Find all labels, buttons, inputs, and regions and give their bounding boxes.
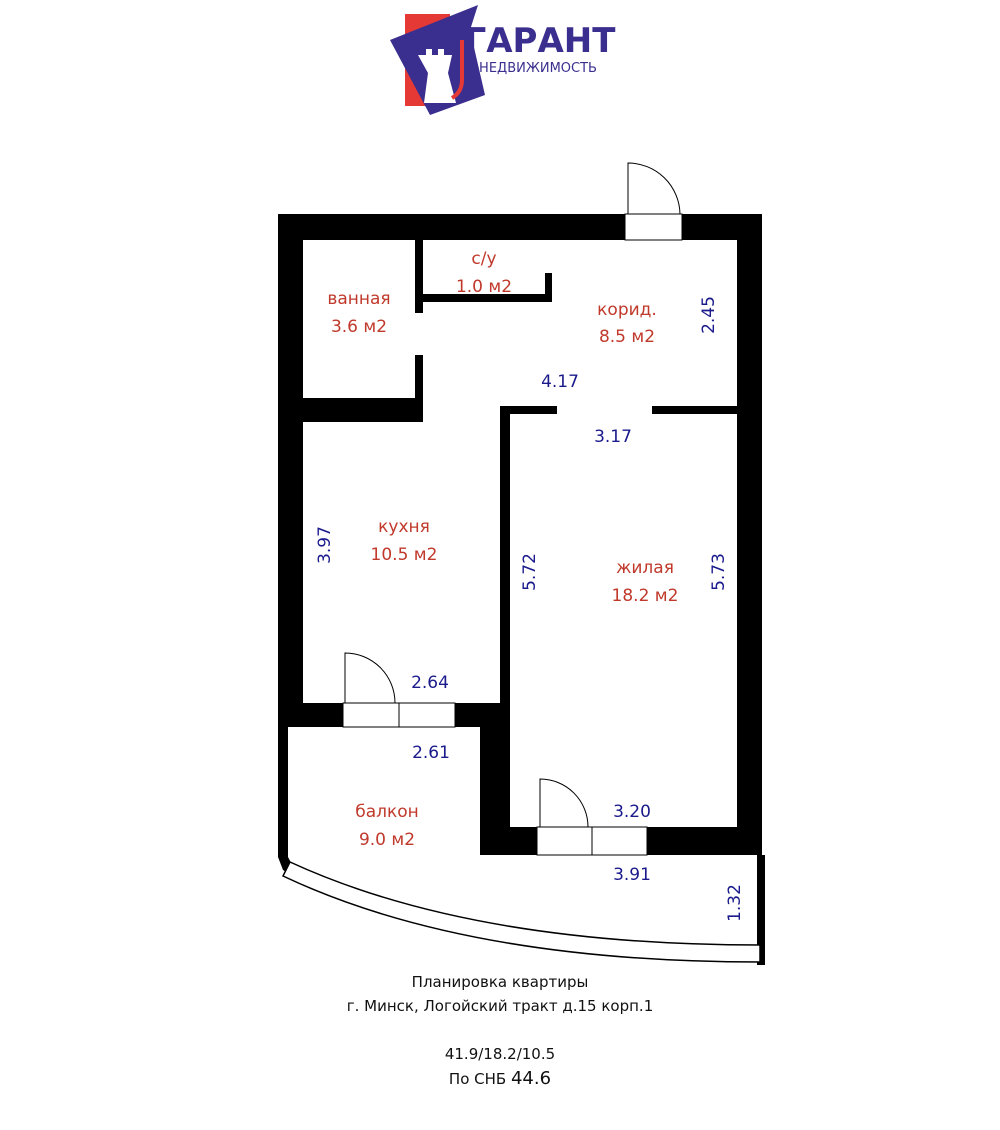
room-label: кухня	[378, 517, 430, 537]
dimension-label: 2.61	[412, 743, 450, 763]
logo-subtitle: НЕДВИЖИМОСТЬ	[479, 61, 597, 76]
caption-snb: По СНБ 44.6	[0, 1068, 1000, 1089]
room-labels: ванная 3.6 м2 с/у 1.0 м2 корид. 8.5 м2 кухн…	[327, 249, 678, 850]
snb-value: 44.6	[510, 1068, 552, 1089]
dimension-label: 3.91	[613, 865, 651, 885]
room-label: корид.	[597, 300, 657, 320]
walls	[278, 214, 765, 965]
room-label: 1.0 м2	[456, 277, 512, 297]
room-label: 9.0 м2	[359, 830, 415, 850]
room-label: ванная	[327, 289, 390, 309]
caption-areas: 41.9/18.2/10.5	[444, 1045, 556, 1063]
dimension-label: 5.72	[520, 553, 540, 591]
caption-title: Планировка квартиры	[411, 973, 589, 991]
dimension-label: 4.17	[541, 372, 579, 392]
snb-label: По СНБ	[448, 1070, 507, 1088]
logo: ГАРАНТ НЕДВИЖИМОСТЬ	[390, 5, 616, 115]
windows-doors	[281, 162, 761, 963]
dimension-label: 3.97	[315, 526, 335, 564]
room-label: 10.5 м2	[371, 545, 438, 565]
dimension-labels: 2.45 4.17 3.17 3.97 5.72 5.73 2.64 2.61 …	[315, 296, 745, 922]
dimension-label: 1.32	[725, 884, 745, 922]
dimension-label: 2.64	[411, 673, 449, 693]
dimension-label: 5.73	[709, 553, 729, 591]
room-label: с/у	[471, 249, 496, 269]
logo-brand: ГАРАНТ	[465, 21, 617, 61]
dimension-label: 3.20	[613, 802, 651, 822]
room-label: 3.6 м2	[331, 317, 387, 337]
caption-address: г. Минск, Логойский тракт д.15 корп.1	[346, 997, 654, 1015]
room-label: балкон	[355, 802, 419, 822]
dimension-label: 3.17	[594, 427, 632, 447]
room-label: 18.2 м2	[612, 586, 679, 606]
dimension-label: 2.45	[699, 296, 719, 334]
room-label: жилая	[616, 558, 674, 578]
room-label: 8.5 м2	[599, 327, 655, 347]
